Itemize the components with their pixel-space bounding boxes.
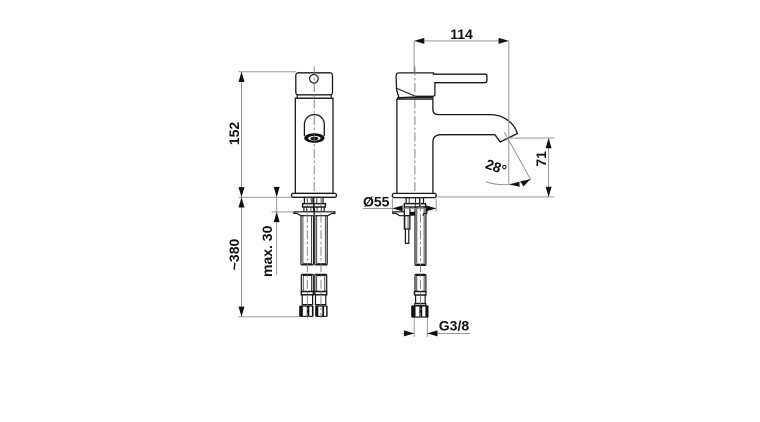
svg-text:max. 30: max. 30 [259, 225, 275, 277]
svg-text:~380: ~380 [226, 239, 242, 271]
svg-text:G3/8: G3/8 [439, 317, 470, 333]
svg-text:152: 152 [226, 122, 242, 146]
svg-text:71: 71 [533, 151, 549, 167]
svg-text:114: 114 [450, 26, 473, 42]
svg-text:Ø55: Ø55 [363, 193, 390, 209]
svg-text:28°: 28° [483, 156, 508, 178]
